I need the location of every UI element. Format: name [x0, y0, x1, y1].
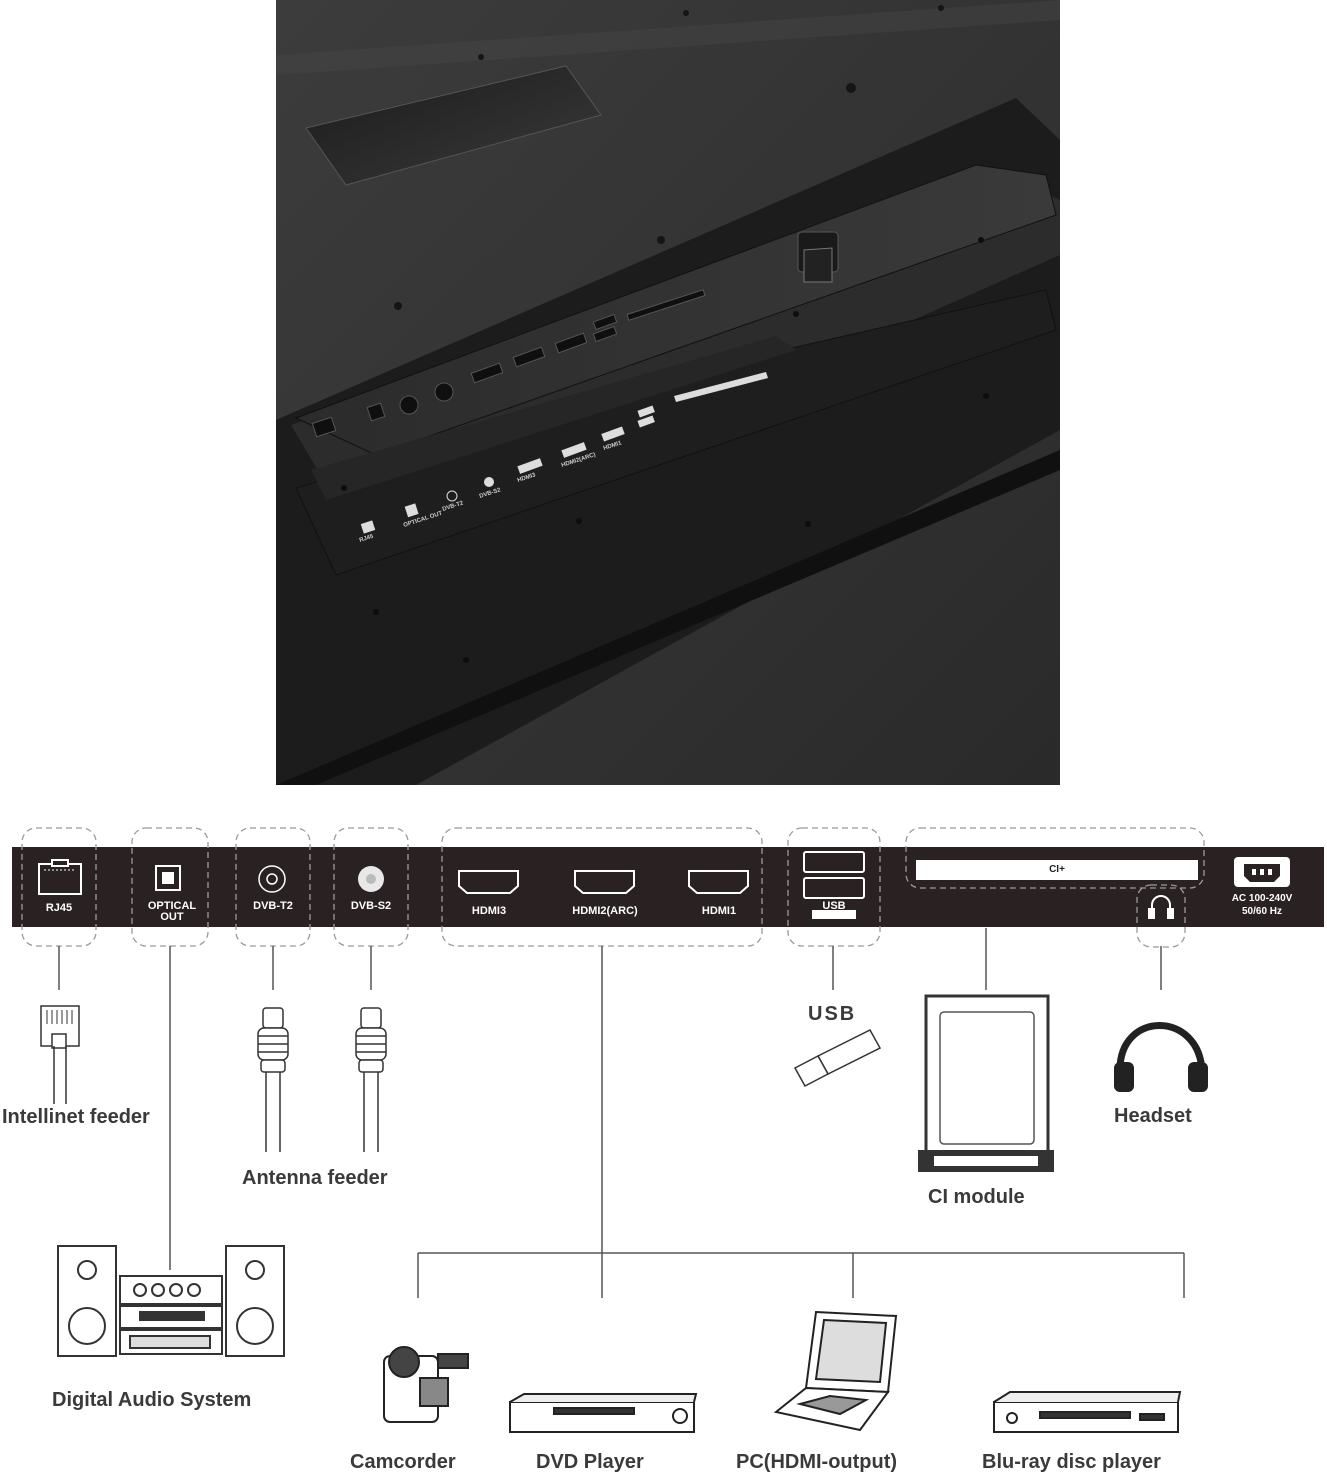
hdmi2-label: HDMI2(ARC) — [560, 906, 650, 917]
usb-port-label: USB — [804, 901, 864, 912]
hdmi3-label: HDMI3 — [458, 906, 520, 917]
camcorder-icon — [384, 1347, 468, 1422]
usb-device-label: USB — [808, 1003, 856, 1026]
usb-stick-icon — [795, 1030, 880, 1086]
rj45-label: RJ45 — [34, 903, 84, 914]
antenna-feeder-label: Antenna feeder — [242, 1167, 388, 1190]
intellinet-feeder-label: Intellinet feeder — [2, 1106, 150, 1129]
optical-label-line2: OUT — [134, 912, 210, 923]
ac-power-port-icon — [1234, 857, 1290, 887]
laptop-icon — [776, 1312, 896, 1430]
digital-audio-system-label: Digital Audio System — [52, 1389, 251, 1412]
pc-label: PC(HDMI-output) — [736, 1451, 897, 1474]
bluray-player-label: Blu-ray disc player — [982, 1451, 1161, 1474]
camcorder-label: Camcorder — [350, 1451, 456, 1474]
ethernet-plug-icon — [41, 1006, 79, 1104]
dvd-player-label: DVD Player — [536, 1451, 644, 1474]
ci-module-label: CI module — [928, 1186, 1025, 1209]
ac-power-label-line2: 50/60 Hz — [1212, 906, 1312, 917]
audio-system-icon — [58, 1246, 284, 1356]
hdmi1-label: HDMI1 — [688, 906, 750, 917]
ci-plus-label: CI+ — [1030, 864, 1084, 875]
dvd-player-icon — [510, 1394, 696, 1432]
ci-module-icon — [918, 996, 1054, 1172]
dvb-t2-label: DVB-T2 — [240, 901, 306, 912]
dvb-s2-port-icon — [358, 866, 384, 892]
satellite-plug-icon — [356, 1008, 386, 1152]
ac-power-label-line1: AC 100-240V — [1212, 893, 1312, 904]
dvb-s2-label: DVB-S2 — [338, 901, 404, 912]
headset-icon — [1114, 1026, 1208, 1093]
bluray-player-icon — [994, 1392, 1180, 1432]
antenna-plug-icon — [258, 1008, 288, 1152]
headset-label: Headset — [1114, 1105, 1192, 1128]
